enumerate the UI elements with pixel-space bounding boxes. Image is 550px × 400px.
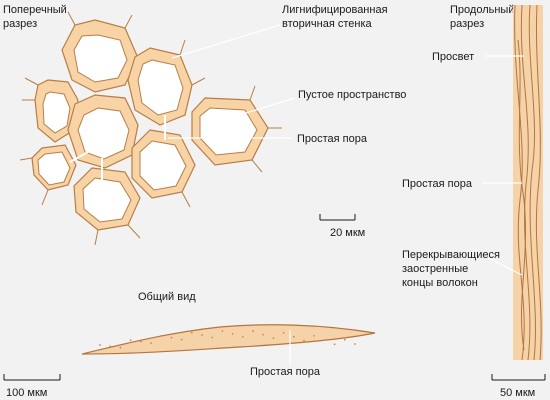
empty-space-label: Пустое пространство <box>298 89 406 101</box>
fiber-pits <box>99 330 356 349</box>
fiber-cell <box>73 167 141 231</box>
single-fiber <box>81 324 376 355</box>
fiber-pit-dot <box>262 333 265 336</box>
fiber-pit-dot <box>190 331 193 334</box>
fiber-pit-dot <box>99 344 101 346</box>
fiber-pit-dot <box>313 335 316 337</box>
scale-label-cross: 20 мкм <box>330 227 365 239</box>
scale-label-general: 100 мкм <box>6 387 47 399</box>
fiber-pit-dot <box>303 339 305 342</box>
fiber-pit-dot <box>221 330 224 332</box>
fiber-pit-dot <box>354 343 356 345</box>
simple-pit-fiber-label: Простая пора <box>250 366 321 378</box>
fiber-pit-dot <box>272 337 275 339</box>
lignified-wall-leader <box>171 24 281 59</box>
fiber-cell <box>34 79 79 143</box>
simple-pit-long-label: Простая пора <box>402 178 473 190</box>
fiber-pit-dot <box>139 340 142 343</box>
fiber-cell <box>31 144 77 191</box>
general-view-label: Общий вид <box>138 291 196 303</box>
fiber-pit-dot <box>292 335 295 338</box>
cross-section-cluster <box>19 11 282 246</box>
fiber-cell <box>61 19 139 93</box>
lignified-wall-label: Лигнифицированная вторичная стенка <box>282 4 391 30</box>
fiber-pit-dot <box>129 339 132 341</box>
empty-space-leader <box>229 97 296 119</box>
scale-bar-longitudinal <box>491 374 546 381</box>
fiber-pit-dot <box>160 334 163 337</box>
wall-spikes <box>19 11 282 246</box>
fiber-pit-dot <box>252 330 254 333</box>
fiber-pit-dot <box>180 338 183 341</box>
longitudinal-label: Продольный разрез <box>450 4 518 30</box>
fiber-pit-dot <box>170 336 173 339</box>
fiber-pit-dot <box>343 338 346 341</box>
lumen-label: Просвет <box>432 51 474 63</box>
overlapping-ends-leader <box>487 257 523 276</box>
cross-section-label: Поперечный разрез <box>3 4 70 30</box>
scale-bar-cross <box>319 214 356 221</box>
fiber-pit-dot <box>323 339 326 341</box>
fiber-pit-dot <box>241 336 244 338</box>
fiber-pit-dot <box>201 334 203 336</box>
fiber-pit-dot <box>231 333 234 335</box>
fiber-cell <box>131 129 196 199</box>
simple-pit <box>69 115 166 180</box>
fiber-pit-dot <box>119 346 122 349</box>
fiber-pit-dot <box>282 332 285 334</box>
fiber-pit-dot <box>211 336 214 339</box>
fiber-pit-dot <box>109 345 112 348</box>
simple-pit-cross-label: Простая пора <box>297 133 368 145</box>
fiber-cell <box>67 94 139 169</box>
scale-bar-general <box>3 374 61 381</box>
fiber-pit-dot <box>333 343 336 346</box>
fiber-cell <box>127 47 193 126</box>
overlapping-ends-label: Перекрывающиеся заостренные концы волоко… <box>402 249 503 289</box>
fiber-pit-dot <box>150 342 152 344</box>
scale-label-longitudinal: 50 мкм <box>500 387 535 399</box>
